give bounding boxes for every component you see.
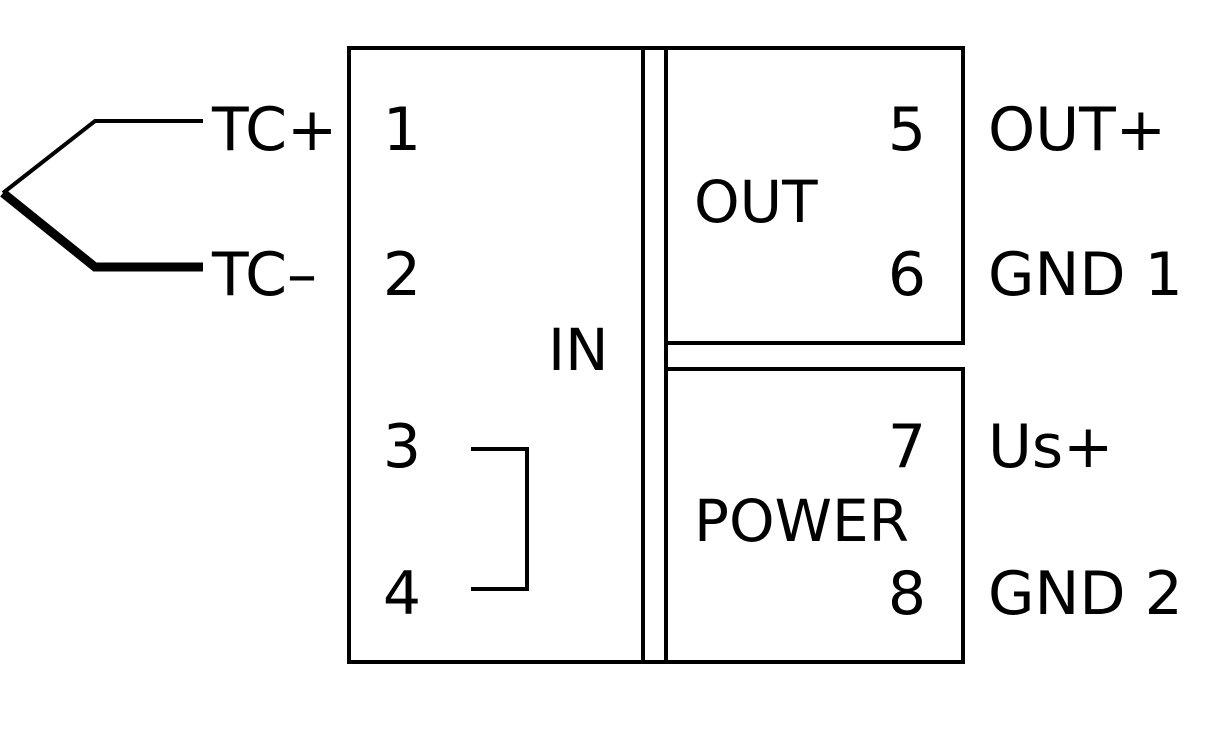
output-block-label: OUT [694, 168, 818, 236]
input-block [347, 46, 645, 664]
thermocouple-negative-wire [0, 189, 203, 272]
terminal-number-5: 5 [888, 95, 926, 165]
signal-label-terminal-1: TC+ [211, 95, 337, 165]
thermocouple-positive-wire [1, 119, 203, 195]
terminal-number-1: 1 [383, 95, 421, 165]
terminal-number-3: 3 [383, 412, 421, 482]
terminal-number-6: 6 [888, 240, 926, 310]
thermocouple [0, 119, 203, 272]
signal-label-terminal-8: GND 2 [988, 559, 1183, 629]
signal-label-terminal-2: TC– [211, 240, 317, 310]
power-block [643, 367, 965, 664]
signal-label-terminal-5: OUT+ [988, 95, 1166, 165]
input-block-label: IN [548, 316, 609, 384]
signal-label-terminal-7: Us+ [988, 412, 1113, 482]
output-block [643, 46, 965, 345]
terminal-number-4: 4 [383, 559, 421, 629]
terminal-3-4-bridge [471, 447, 529, 591]
signal-label-terminal-6: GND 1 [988, 240, 1183, 310]
terminal-number-2: 2 [383, 240, 421, 310]
terminal-number-7: 7 [888, 412, 926, 482]
terminal-number-8: 8 [888, 559, 926, 629]
power-block-label: POWER [694, 487, 909, 555]
